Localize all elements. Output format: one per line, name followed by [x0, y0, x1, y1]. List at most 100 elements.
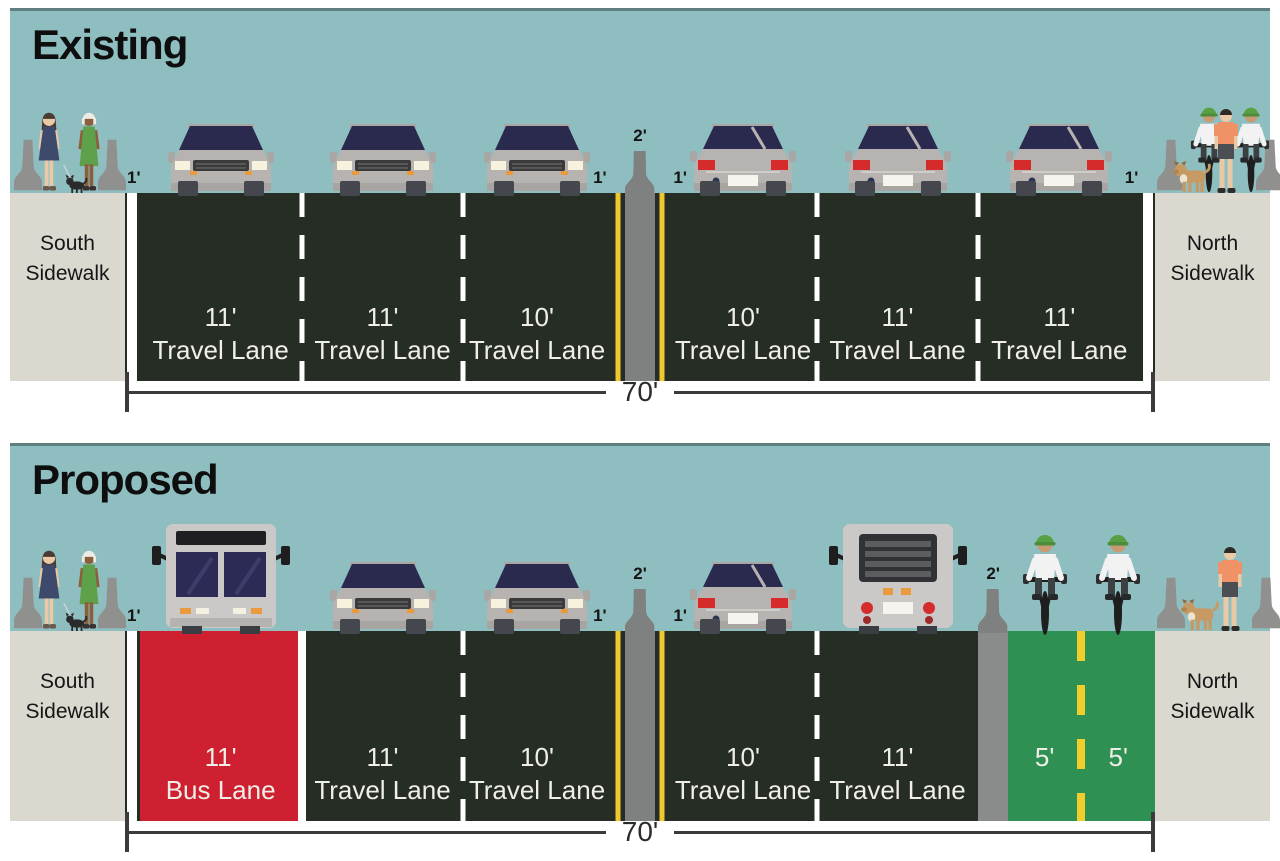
lane-label: 10'Travel Lane: [463, 301, 610, 367]
sidewalk-label: North Sidewalk: [1155, 667, 1270, 727]
panel-existing: Existing South Sidewalk North Sidewalk 1…: [10, 8, 1270, 381]
width-label: 1': [593, 606, 607, 625]
bus-rear-illustration: [827, 522, 969, 634]
lane-width-text: 11': [881, 302, 914, 332]
dimension-rule: [674, 390, 1151, 394]
sidewalk-label-line1: South: [40, 670, 95, 693]
lane-width-text: 10': [520, 302, 554, 332]
median-strip: [625, 631, 655, 821]
lane-asphalt: 11'Travel Lane: [816, 193, 979, 381]
lane-asphalt: 11'Travel Lane: [139, 193, 302, 381]
car-front-illustration: [168, 123, 274, 196]
sidewalk-label-line2: Sidewalk: [25, 262, 110, 285]
width-label: 2': [633, 126, 647, 145]
width-label: 1': [127, 606, 141, 625]
sidewalk-label-line1: South: [40, 232, 95, 255]
yellow-strip: [610, 631, 626, 821]
lane-bike: 5': [1081, 631, 1155, 821]
lane-type-text: [1008, 774, 1082, 807]
lane-type-text: Travel Lane: [314, 335, 451, 365]
lane-asphalt: 11'Travel Lane: [816, 631, 979, 821]
dimension-tick: [1151, 372, 1155, 412]
lane-type-text: Travel Lane: [468, 335, 606, 365]
car-front-illustration: [330, 561, 436, 634]
panel-title: Proposed: [32, 456, 219, 503]
dimension-tick: [1151, 812, 1155, 852]
edge-strip: [1140, 193, 1155, 381]
width-label: 1': [1124, 168, 1139, 187]
edge-line: [127, 631, 138, 821]
dimension-tick: [125, 812, 129, 852]
lane-type-text: Travel Lane: [468, 775, 606, 805]
lane-label: 11'Travel Lane: [140, 301, 302, 367]
lane-width-text: 11': [881, 742, 914, 772]
lane-type-text: Travel Lane: [152, 335, 289, 365]
lane-asphalt: 11'Travel Lane: [301, 631, 464, 821]
panel-title: Existing: [32, 21, 188, 68]
lane-label: 11'Travel Lane: [817, 301, 979, 367]
lane-divider: [1077, 631, 1086, 821]
yellow-strip: [654, 631, 670, 821]
width-label: 1': [673, 606, 687, 625]
width-label: 2': [633, 564, 647, 583]
sidewalk-label: South Sidewalk: [10, 229, 125, 289]
dog-icon: [1180, 599, 1220, 631]
dimension-tick: [125, 372, 129, 412]
north-sidewalk: North Sidewalk: [1155, 631, 1270, 821]
lane-type-text: Travel Lane: [991, 335, 1128, 365]
dog-icon: [1172, 161, 1212, 193]
lane-divider: [299, 193, 305, 381]
lane-label: 11'Travel Lane: [302, 301, 464, 367]
lane-label: 5': [1081, 741, 1155, 807]
lane-asphalt: 10'Travel Lane: [669, 193, 817, 381]
lane-width-text: 11': [1043, 302, 1076, 332]
lane-label: 10'Travel Lane: [669, 741, 816, 807]
pedestrian-man-orange: [1208, 107, 1244, 193]
total-width-label: 70': [621, 816, 659, 847]
lane-label: 11'Bus Lane: [140, 741, 302, 807]
lane-width-text: 11': [366, 742, 399, 772]
concrete-barrier: [978, 589, 1007, 633]
south-sidewalk: South Sidewalk: [10, 631, 125, 821]
yellow-strip: [654, 193, 670, 381]
lane-label: 11'Travel Lane: [302, 741, 464, 807]
lane-divider: [460, 193, 466, 381]
sidewalk-label: South Sidewalk: [10, 667, 125, 727]
lane-width-text: 11': [366, 302, 399, 332]
sidewalk-label-line1: North: [1186, 670, 1239, 693]
panel-proposed: Proposed South Sidewalk North Sidewalk 1…: [10, 443, 1270, 821]
lane-type-text: Travel Lane: [829, 775, 966, 805]
dimension-line: 70': [125, 812, 1155, 852]
lane-divider: [460, 631, 466, 821]
sidewalk-label-line1: North: [1186, 232, 1239, 255]
lane-asphalt: 11'Travel Lane: [301, 193, 464, 381]
lane-width-text: 5': [1108, 742, 1128, 772]
lane-asphalt: 10'Travel Lane: [463, 631, 611, 821]
car-rear-illustration: [690, 123, 796, 196]
lane-label: 10'Travel Lane: [669, 301, 816, 367]
lane-asphalt: 11'Travel Lane: [978, 193, 1141, 381]
cyclist-illustration: [1090, 520, 1146, 636]
width-label: 2': [986, 564, 1000, 583]
yellow-line: [659, 193, 665, 381]
lane-type-text: [1081, 774, 1155, 807]
yellow-line: [615, 193, 621, 381]
lane-label: 10'Travel Lane: [463, 741, 610, 807]
car-front-illustration: [330, 123, 436, 196]
lane-divider: [814, 193, 820, 381]
car-rear-illustration: [1006, 123, 1112, 196]
sidewalk-label-line2: Sidewalk: [25, 700, 110, 723]
lane-divider: [975, 193, 981, 381]
lane-width-text: 11': [204, 302, 237, 332]
median-strip: [625, 193, 655, 381]
dimension-line: 70': [125, 372, 1155, 412]
yellow-line: [615, 631, 621, 821]
concrete-barrier: [625, 589, 654, 633]
lane-asphalt: 10'Travel Lane: [463, 193, 611, 381]
yellow-strip: [610, 193, 626, 381]
car-rear-illustration: [690, 561, 796, 634]
south-sidewalk: South Sidewalk: [10, 193, 125, 381]
